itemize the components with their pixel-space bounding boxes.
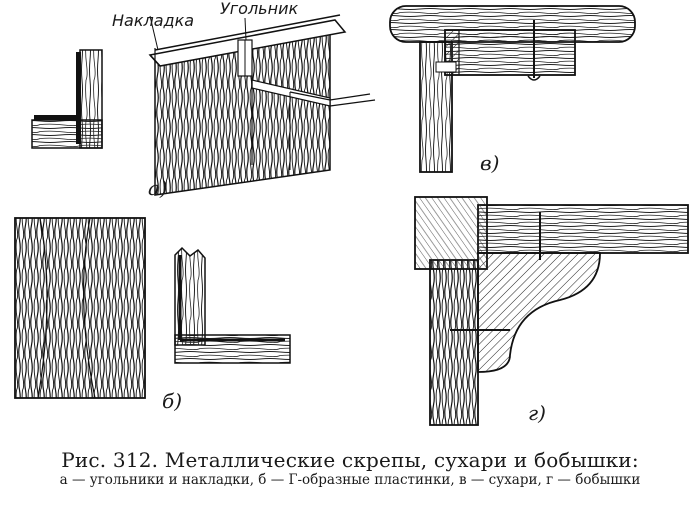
- panel-label-b: б): [162, 389, 182, 413]
- caption-legend: а — угольники и накладки, б — Г-образные…: [59, 472, 641, 488]
- callout-corner: Угольник: [220, 0, 298, 18]
- panel-label-g: г): [528, 401, 546, 425]
- panel-b-board: [14, 217, 146, 399]
- panel-b-lplate: [174, 246, 291, 364]
- panel-v-cleat: [389, 5, 636, 173]
- panel-label-a: а): [148, 176, 168, 200]
- figure-caption: Рис. 312. Металлические скрепы, сухари и…: [0, 448, 700, 488]
- panel-a-small-corner: [31, 49, 103, 149]
- caption-title: Рис. 312. Металлические скрепы, сухари и…: [61, 448, 639, 472]
- panel-a-wall: [148, 14, 376, 196]
- panel-label-v: в): [480, 151, 499, 175]
- panel-g-block: [414, 196, 689, 426]
- figure-illustration: Накладка Угольник а) б) в) г): [14, 0, 689, 426]
- callout-overlay: Накладка: [112, 11, 194, 30]
